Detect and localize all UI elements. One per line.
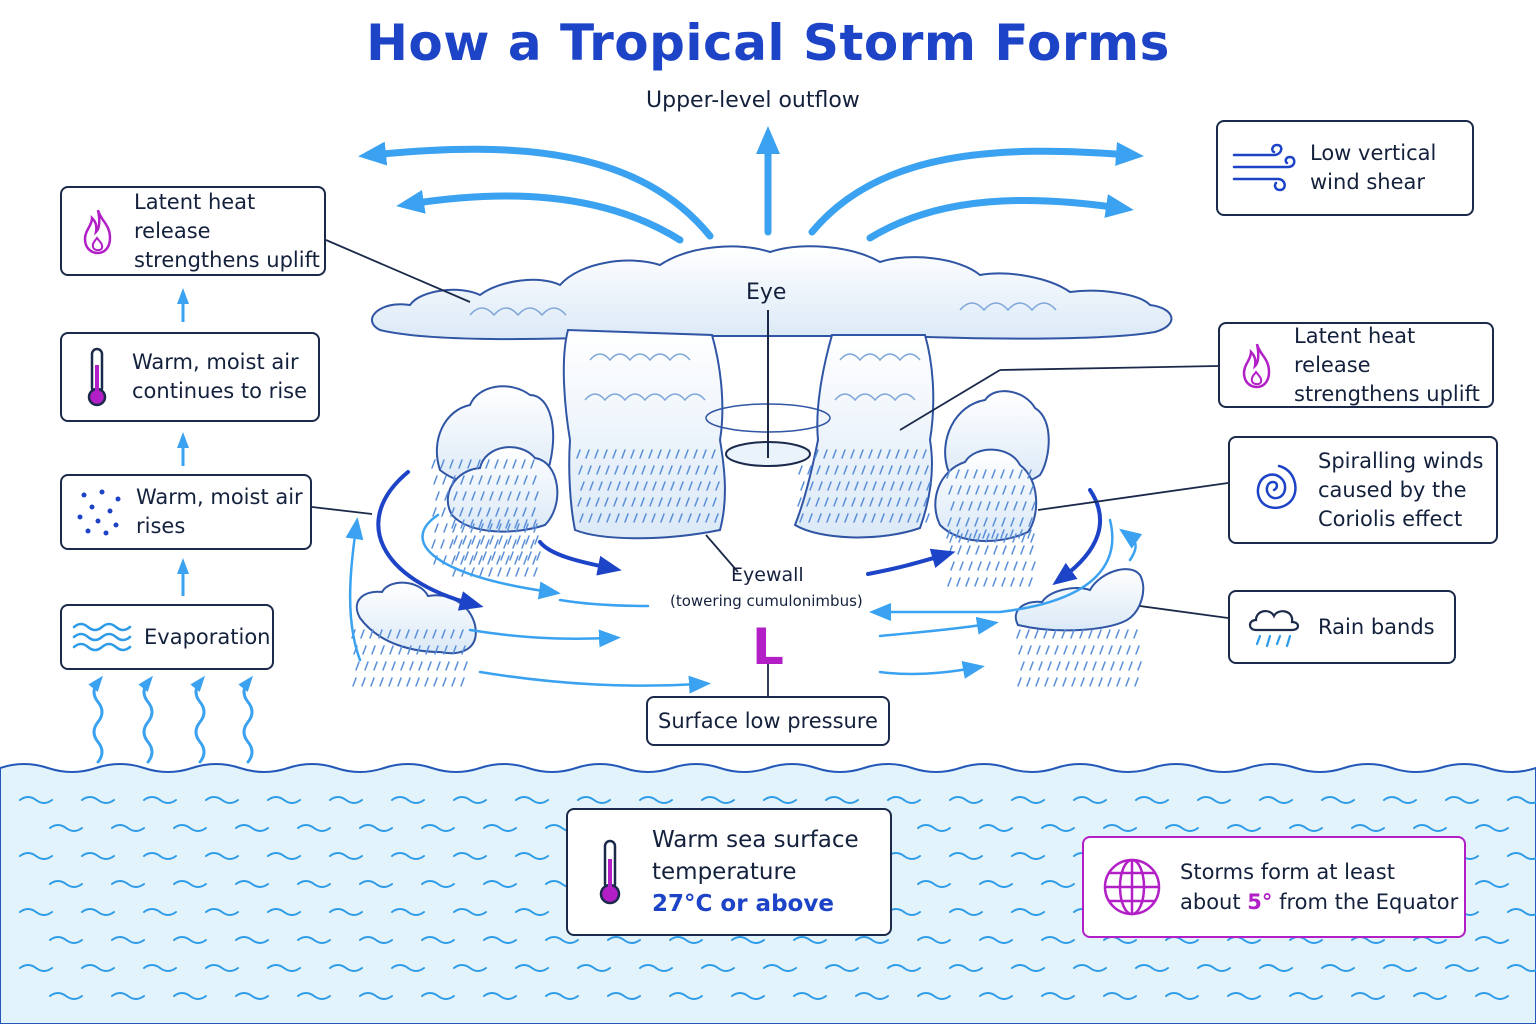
wind-shear-line1: Low vertical	[1310, 141, 1437, 165]
rain-bands-label: Rain bands	[1318, 614, 1435, 639]
rain-streaks	[351, 449, 1142, 687]
equator-line2-suffix: from the Equator	[1272, 890, 1459, 914]
flame-icon	[62, 206, 134, 256]
wind-shear-line2: wind shear	[1310, 170, 1425, 194]
step-evaporation-label: Evaporation	[144, 624, 271, 649]
thermometer-icon	[62, 345, 132, 409]
leader-lines	[311, 239, 1229, 696]
coriolis-line1: Spiralling winds	[1318, 448, 1484, 473]
sea-temperature-line2: temperature	[652, 859, 797, 885]
dots-icon	[62, 487, 136, 537]
outflow-label: Upper-level outflow	[646, 88, 860, 113]
right-latent-heat-line2: strengthens uplift	[1294, 381, 1480, 406]
spiral-arrows	[345, 470, 1143, 694]
step-continues-rise-line1: Warm, moist air	[132, 350, 299, 374]
outflow-arrows	[358, 126, 1144, 244]
coriolis-line3: Coriolis effect	[1318, 506, 1463, 531]
step-latent-heat-line2: strengthens uplift	[134, 247, 320, 272]
waves-icon	[62, 621, 144, 653]
sea-temperature-line1: Warm sea surface	[652, 827, 859, 853]
evaporation-arrows	[88, 675, 254, 764]
cloud-texture	[469, 302, 1057, 402]
step-continues-rise-line2: continues to rise	[132, 379, 308, 403]
globe-icon	[1084, 855, 1180, 919]
eyewall-sub-label: (towering cumulonimbus)	[670, 592, 863, 610]
equator-box: Storms form at least about 5° from the E…	[1082, 836, 1466, 938]
rain-cloud-icon	[1230, 602, 1318, 652]
surface-low-label: Surface low pressure	[658, 708, 878, 733]
equator-degrees: 5°	[1247, 890, 1273, 914]
step-continues-rise-box: Warm, moist air continues to rise	[60, 332, 320, 422]
surface-low-box: Surface low pressure	[646, 696, 890, 746]
sea-temperature-threshold: 27°C or above	[652, 891, 834, 917]
step-latent-heat-line1: Latent heat release	[134, 189, 256, 243]
right-latent-heat-line1: Latent heat release	[1294, 323, 1416, 377]
eye	[705, 310, 831, 467]
equator-line2-prefix: about	[1180, 890, 1248, 914]
step-air-rises-line2: rises	[136, 514, 186, 538]
page-title: How a Tropical Storm Forms	[366, 14, 1170, 72]
flame-icon	[1220, 340, 1294, 390]
equator-line2: about 5° from the Equator	[1180, 887, 1458, 917]
equator-line1: Storms form at least	[1180, 860, 1395, 884]
low-pressure-symbol: L	[752, 618, 784, 676]
sea-temperature-box: Warm sea surface temperature 27°C or abo…	[566, 808, 892, 936]
eyewall-label: Eyewall	[731, 564, 804, 586]
coriolis-line2: caused by the	[1318, 477, 1467, 502]
thermometer-icon	[568, 837, 652, 907]
eye-label: Eye	[746, 280, 787, 305]
wind-icon	[1218, 143, 1310, 193]
wind-shear-box: Low vertical wind shear	[1216, 120, 1474, 216]
rain-bands-box: Rain bands	[1228, 590, 1456, 664]
step-evaporation-box: Evaporation	[60, 604, 274, 670]
step-air-rises-line1: Warm, moist air	[136, 485, 303, 509]
step-air-rises-box: Warm, moist air rises	[60, 474, 312, 550]
right-latent-heat-box: Latent heat release strengthens uplift	[1218, 322, 1494, 408]
step-latent-heat-box: Latent heat release strengthens uplift	[60, 186, 326, 276]
spiral-icon	[1230, 460, 1318, 520]
